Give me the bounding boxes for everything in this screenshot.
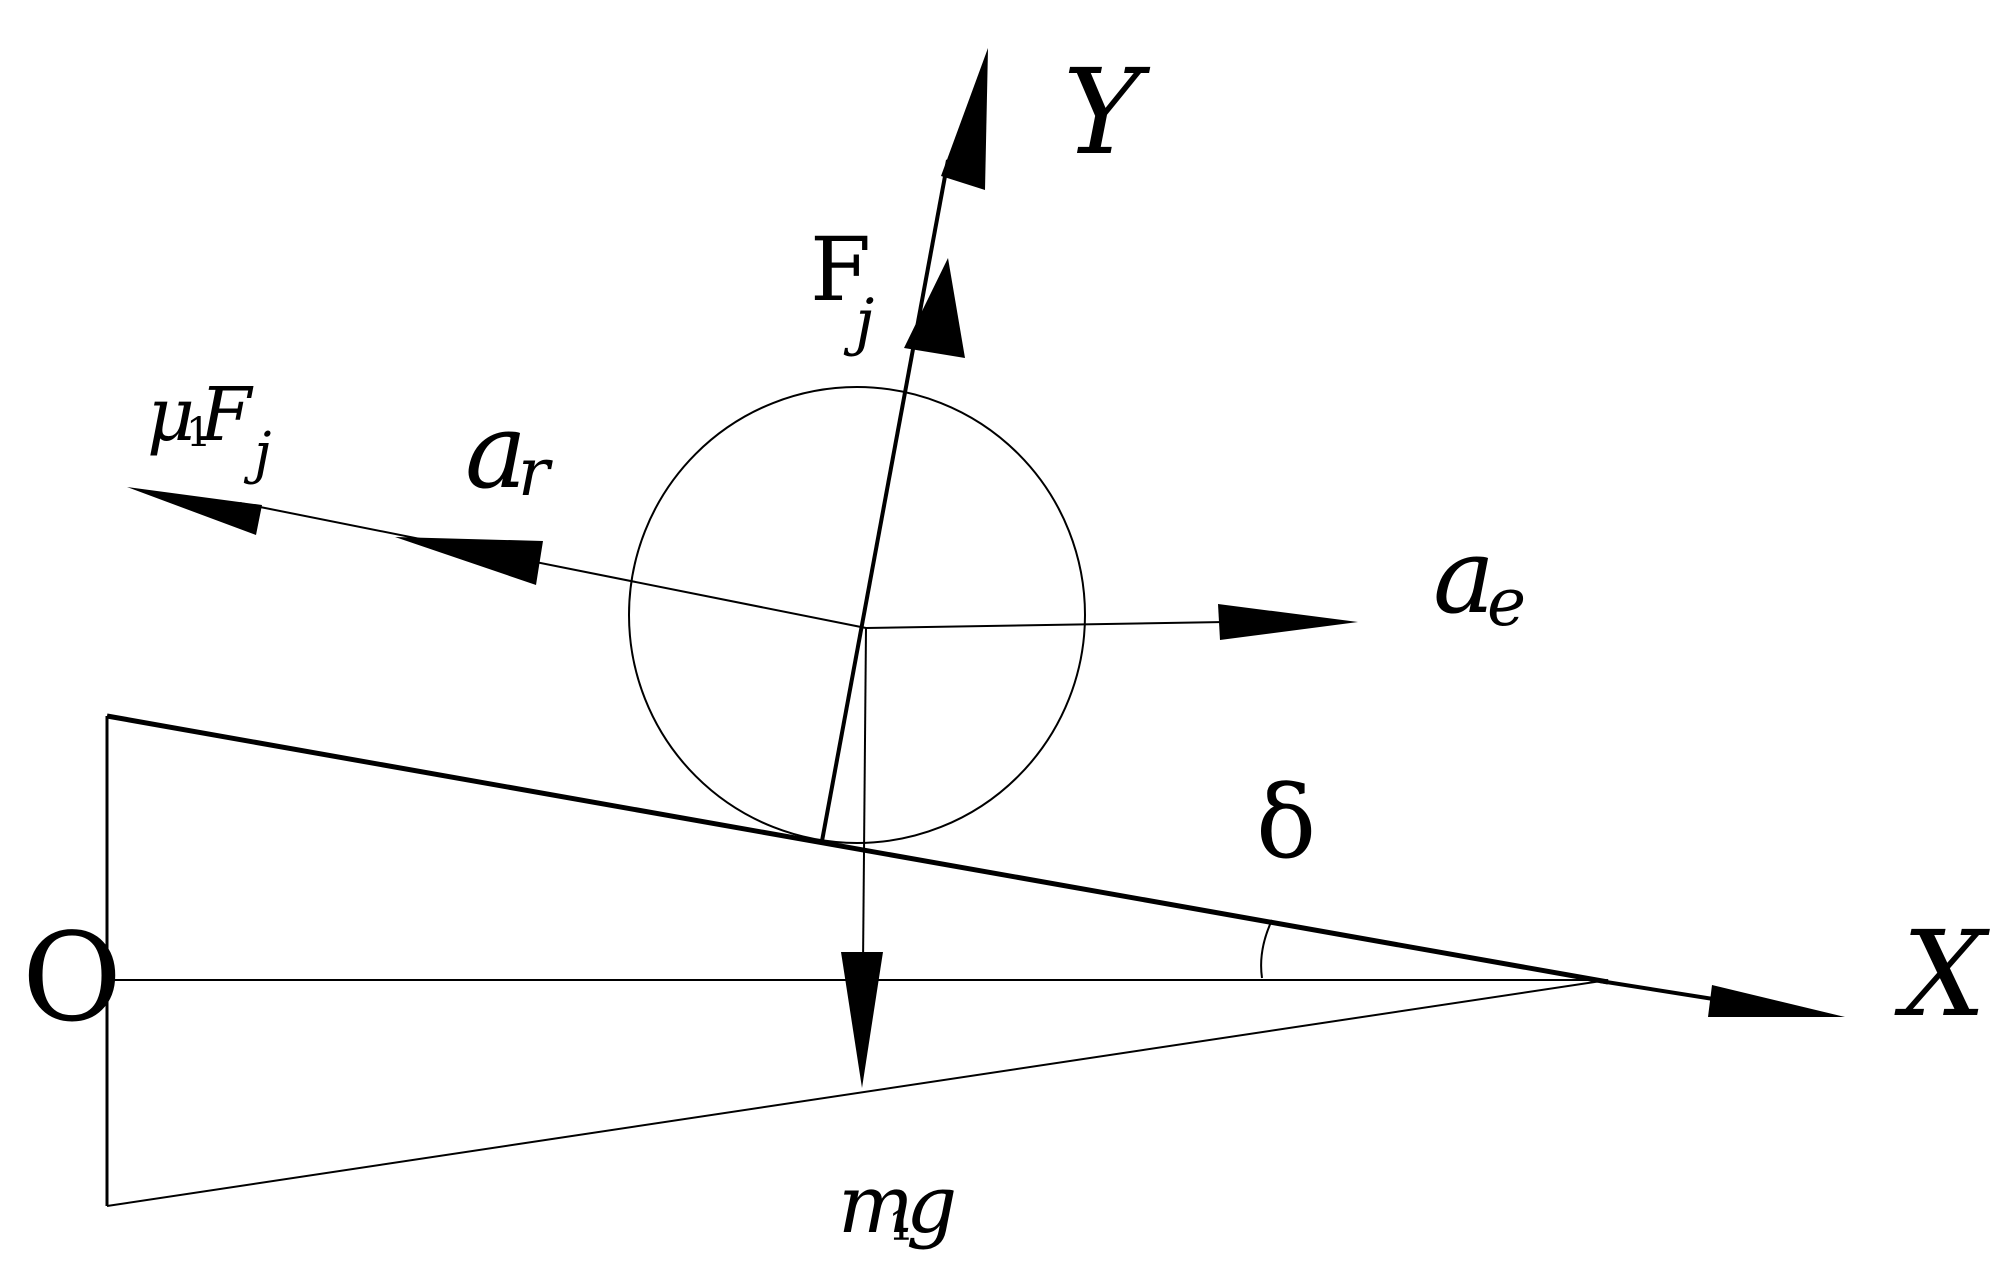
fj-label-main: F (810, 218, 871, 321)
weight-label-g: g (906, 1158, 957, 1251)
friction-label-f: F (198, 372, 254, 458)
ae-label-sub: e (1487, 564, 1526, 641)
fj-top-arrowhead (941, 48, 988, 190)
cone-body (105, 713, 1609, 1207)
ae-arrowhead (1218, 604, 1358, 640)
y-axis-label: Y (1063, 43, 1151, 181)
cone-upper-generatrix (106, 713, 1609, 985)
ar-label-sub: r (518, 434, 553, 511)
friction-label-mu: μ (147, 372, 195, 458)
angle-arc (1260, 919, 1273, 979)
ae-label-main: a (1433, 515, 1495, 637)
ae-shaft (865, 621, 1226, 629)
origin-label: O (22, 907, 122, 1049)
particle-circle (628, 386, 1086, 844)
fj-mid-arrowhead (904, 258, 965, 358)
friction-label-mu-sub: 1 (186, 410, 211, 456)
x-axis-label: X (1894, 905, 1990, 1043)
weight-label-m: m (838, 1158, 914, 1251)
cone-lower-generatrix (106, 979, 1609, 1207)
friction-shaft (239, 502, 867, 629)
gravity-shaft (862, 627, 867, 966)
x-direction-arrowhead (1708, 985, 1845, 1017)
friction-arrowhead (127, 487, 262, 535)
weight-label-sub: 1 (888, 1201, 915, 1250)
gravity-arrowhead (841, 952, 883, 1088)
angle-label: δ (1256, 764, 1316, 881)
ar-arrowhead (395, 537, 543, 585)
fj-shaft (820, 159, 950, 842)
ar-label-main: a (465, 390, 527, 512)
